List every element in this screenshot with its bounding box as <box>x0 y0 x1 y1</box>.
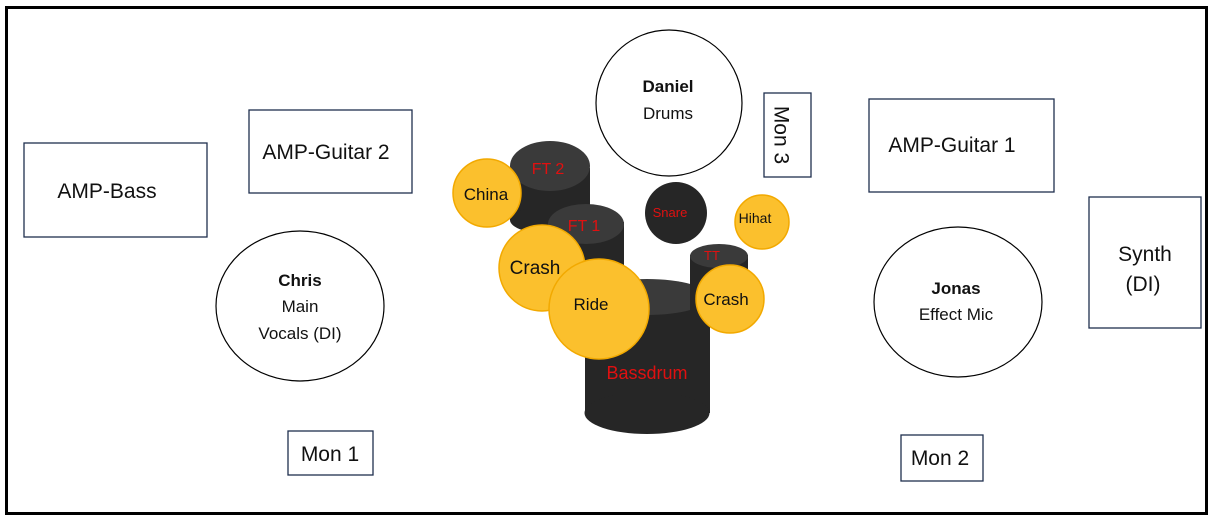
mon-1-box: Mon 1 <box>287 430 374 476</box>
ft1-label: FT 1 <box>568 218 601 235</box>
crash-left-label: Crash <box>510 258 561 279</box>
amp-bass-label: AMP-Bass <box>57 180 156 203</box>
ft2-label: FT 2 <box>532 161 565 178</box>
jonas-position: Jonas Effect Mic <box>873 226 1043 378</box>
bassdrum-label: Bassdrum <box>606 363 687 383</box>
mon-1-label: Mon 1 <box>301 443 359 466</box>
mon-3-label: Mon 3 <box>769 106 792 164</box>
ride-label: Ride <box>574 295 609 314</box>
hihat-label: Hihat <box>739 210 772 226</box>
synth-box: Synth (DI) <box>1088 196 1202 329</box>
daniel-name: Daniel <box>642 77 693 96</box>
hihat-cymbal: Hihat <box>734 194 790 250</box>
amp-guitar-1-box: AMP-Guitar 1 <box>868 98 1055 193</box>
chris-name: Chris <box>278 271 321 290</box>
chris-role-line2: Vocals (DI) <box>258 324 341 343</box>
mon-2-label: Mon 2 <box>911 447 969 470</box>
amp-guitar-2-label: AMP-Guitar 2 <box>262 141 389 164</box>
synth-di-label: (DI) <box>1126 273 1161 296</box>
china-cymbal: China <box>452 158 522 228</box>
chris-position: Chris Main Vocals (DI) <box>215 230 385 382</box>
crash-cymbal-right: Crash <box>695 264 765 334</box>
crash-right-label: Crash <box>703 290 748 309</box>
jonas-role: Effect Mic <box>919 305 994 324</box>
amp-guitar-2-box: AMP-Guitar 2 <box>248 109 413 194</box>
tt-label: TT <box>704 248 720 263</box>
mon-3-box: Mon 3 <box>763 92 812 178</box>
jonas-name: Jonas <box>931 279 980 298</box>
daniel-position: Daniel Drums <box>595 29 743 177</box>
snare-label: Snare <box>653 205 688 220</box>
ride-cymbal: Ride <box>548 258 650 360</box>
chris-role-line1: Main <box>282 297 319 316</box>
amp-guitar-1-label: AMP-Guitar 1 <box>888 134 1015 157</box>
mon-2-box: Mon 2 <box>900 434 984 482</box>
daniel-role: Drums <box>643 104 693 123</box>
snare: Snare <box>645 182 707 244</box>
china-label: China <box>464 185 509 204</box>
amp-bass-box: AMP-Bass <box>23 142 208 238</box>
synth-label: Synth <box>1118 243 1172 266</box>
